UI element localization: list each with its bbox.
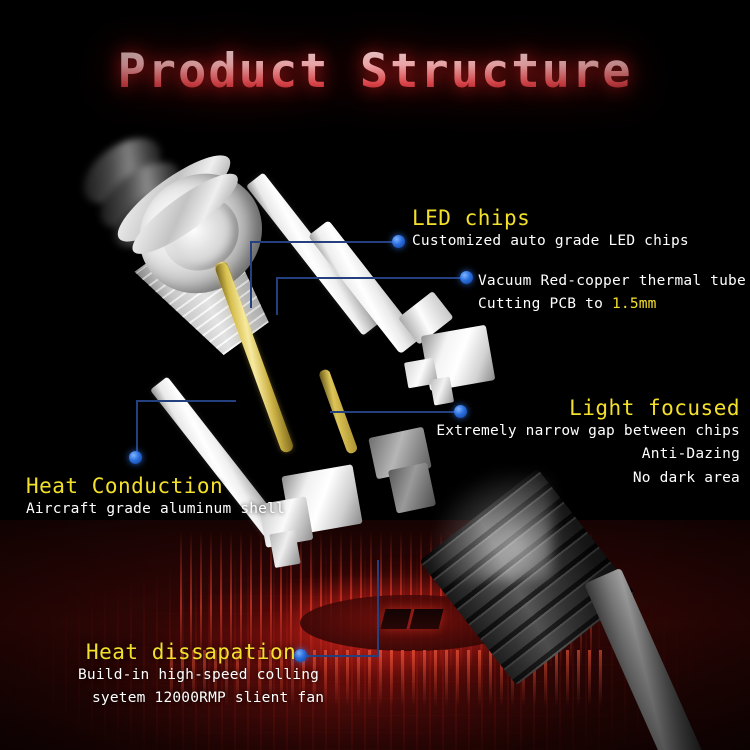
leader-heat-conduction-horizontal [136,400,236,402]
annotation-thermal-tube: Vacuum Red-copper thermal tube Cutting P… [478,270,746,317]
leader-thermal-tube-vertical [276,277,278,315]
leader-light-focused-horizontal [330,411,462,413]
leader-led-chips-vertical [250,242,252,308]
leader-heat-conduction-vertical [136,400,138,458]
leader-dot-thermal-tube [460,271,473,284]
cpu-chip [380,609,444,629]
leader-dot-heat-dissapation [294,649,307,662]
leader-heat-dissapation-horizontal [303,655,379,657]
leader-dot-heat-conduction [129,451,142,464]
annotation-thermal-tube-line-2: Cutting PCB to 1.5mm [478,293,746,316]
annotation-heat-dissapation-line-1: Build-in high-speed colling [78,667,320,683]
leader-dot-light-focused [454,405,467,418]
page-title: Product Structure [0,44,750,99]
leader-dot-led-chips [392,235,405,248]
shell-base-stem [269,530,301,568]
annotation-heat-dissapation: Heat dissapation Build-in high-speed col… [78,640,324,711]
annotation-light-focused-heading: Light focused [569,396,740,420]
leader-heat-dissapation-vertical [377,560,379,656]
annotation-heat-conduction-heading: Heat Conduction [26,474,224,498]
annotation-led-chips-line-1: Customized auto grade LED chips [412,233,689,249]
pcb-cut-prefix: Cutting PCB to [478,296,612,313]
annotation-light-focused-line-1: Extremely narrow gap between chips [436,423,740,439]
annotation-light-focused-line-2: Anti-Dazing [641,446,740,463]
annotation-led-chips-heading: LED chips [412,206,531,230]
leader-thermal-tube-joint [250,306,252,308]
annotation-heat-conduction: Heat Conduction Aircraft grade aluminum … [26,474,285,521]
annotation-led-chips: LED chips Customized auto grade LED chip… [412,206,689,253]
annotation-light-focused-line-3: No dark area [632,469,740,486]
leader-thermal-tube-horizontal [276,277,470,279]
pcb-cut-value: 1.5mm [611,296,657,313]
leader-led-chips-horizontal [250,241,400,243]
annotation-heat-dissapation-line-2: syetem 12000RMP slient fan [92,690,325,707]
annotation-thermal-tube-line-1: Vacuum Red-copper thermal tube [478,273,746,289]
annotation-light-focused: Light focused Extremely narrow gap betwe… [330,396,740,490]
annotation-heat-conduction-line-1: Aircraft grade aluminum shell [26,501,285,517]
annotation-heat-dissapation-heading: Heat dissapation [86,640,297,664]
